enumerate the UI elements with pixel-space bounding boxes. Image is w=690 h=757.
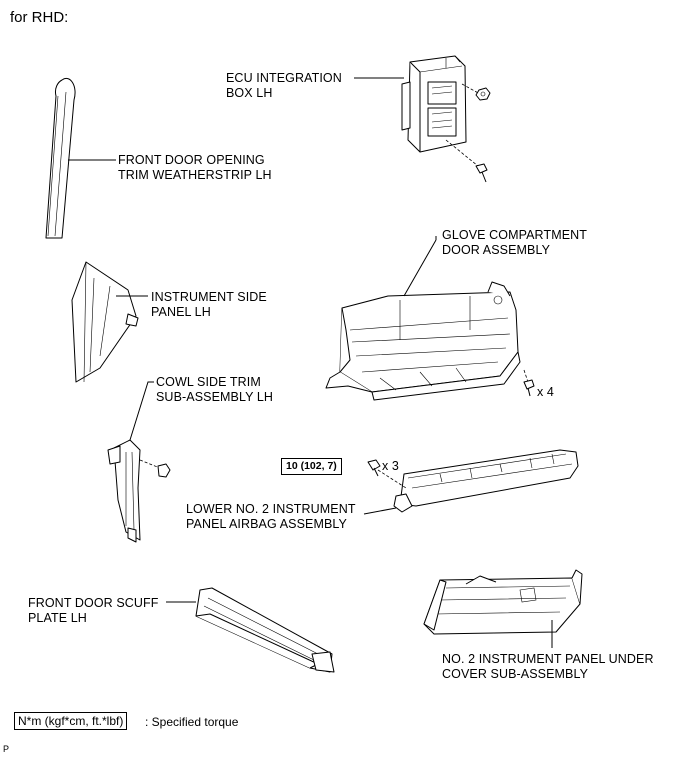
airbag-bolt-drawing [367, 459, 381, 477]
label-weatherstrip: FRONT DOOR OPENING TRIM WEATHERSTRIP LH [118, 153, 272, 182]
instrument-side-panel-drawing [71, 261, 139, 383]
label-scuff-plate: FRONT DOOR SCUFF PLATE LH [28, 596, 159, 625]
torque-unit-legend-box: N*m (kgf*cm, ft.*lbf) [14, 712, 128, 730]
label-glove-compartment: GLOVE COMPARTMENT DOOR ASSEMBLY [442, 228, 588, 257]
label-instrument-side-panel: INSTRUMENT SIDE PANEL LH [151, 290, 267, 319]
ecu-integration-box-drawing [401, 55, 467, 153]
corner-mark: P [3, 744, 10, 754]
ecu-bolt-drawing [475, 163, 488, 183]
glove-screw-drawing [523, 379, 535, 397]
cowl-side-trim-drawing [107, 439, 141, 543]
scuff-plate-drawing [195, 587, 335, 673]
airbag-assembly-drawing [393, 449, 579, 513]
under-cover-drawing [423, 569, 583, 635]
weatherstrip-drawing [45, 78, 76, 239]
legend-text: : Specified torque [145, 715, 239, 729]
label-ecu-integration-box: ECU INTEGRATION BOX LH [226, 71, 342, 100]
page-title: for RHD: [10, 9, 69, 26]
glove-compartment-drawing [325, 239, 521, 401]
label-cowl-side-trim: COWL SIDE TRIM SUB-ASSEMBLY LH [156, 375, 274, 404]
quantity-glove-screws: x 4 [537, 385, 554, 399]
ecu-nut-drawing [475, 87, 491, 101]
label-under-cover: NO. 2 INSTRUMENT PANEL UNDER COVER SUB-A… [442, 652, 654, 681]
quantity-airbag-bolts: x 3 [382, 459, 399, 473]
clip-drawing [157, 463, 171, 478]
torque-spec-box: 10 (102, 7) [281, 458, 342, 475]
label-airbag-assembly: LOWER NO. 2 INSTRUMENT PANEL AIRBAG ASSE… [186, 502, 356, 531]
